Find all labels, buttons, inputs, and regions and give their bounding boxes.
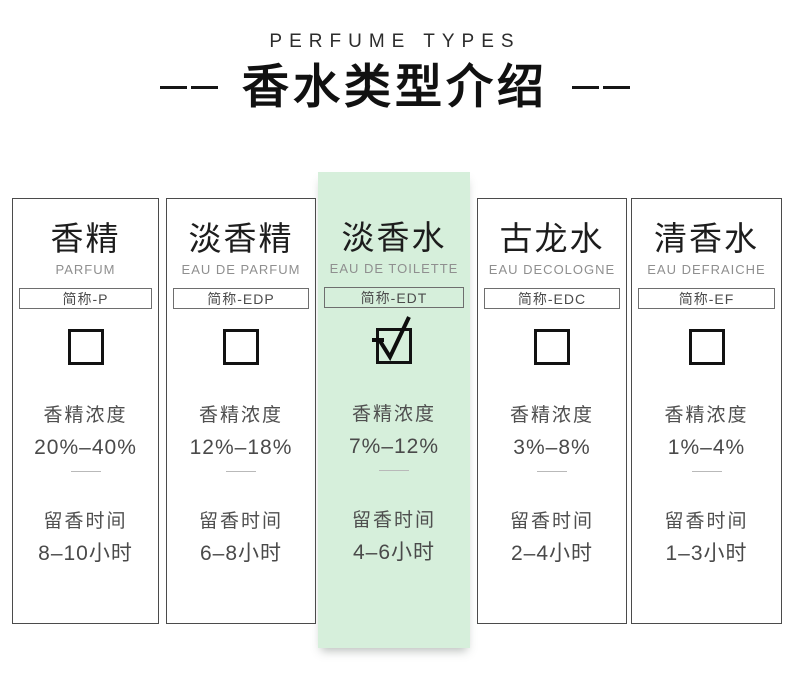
duration-value: 8–10小时 (38, 542, 133, 565)
abbr-label-box: 简称-EF (638, 288, 775, 309)
perfume-name-en: EAU DE PARFUM (181, 262, 301, 277)
perfume-name-en: EAU DE TOILETTE (329, 261, 459, 276)
perfume-card-eau-defraiche: 清香水 EAU DEFRAICHE 简称-EF 香精浓度 1%–4% 留香时间 … (631, 198, 782, 624)
check-icon (372, 316, 411, 362)
perfume-name-en: PARFUM (55, 262, 116, 277)
divider-line (691, 471, 722, 472)
concentration-value: 12%–18% (189, 436, 293, 459)
duration-value: 6–8小时 (199, 542, 283, 565)
perfume-name-cn: 香精 (50, 220, 121, 257)
abbr-label-box: 简称-EDC (484, 288, 620, 309)
concentration-label: 香精浓度 (43, 405, 128, 426)
perfume-name-cn: 古龙水 (499, 220, 605, 257)
perfume-card-eau-de-toilette-highlighted: 淡香水 EAU DE TOILETTE 简称-EDT 香精浓度 7%–12% 留… (318, 172, 470, 648)
perfume-name-cn: 淡香水 (341, 219, 447, 256)
perfume-card-eau-decologne: 古龙水 EAU DECOLOGNE 简称-EDC 香精浓度 3%–8% 留香时间… (477, 198, 627, 624)
concentration-label: 香精浓度 (198, 405, 283, 426)
duration-value: 4–6小时 (352, 541, 436, 564)
header-eyebrow: PERFUME TYPES (269, 31, 521, 52)
duration-label: 留香时间 (509, 511, 594, 532)
divider-line (226, 471, 256, 472)
duration-label: 留香时间 (198, 511, 283, 532)
left-dash-lines (160, 85, 218, 89)
concentration-value: 20%–40% (34, 436, 137, 459)
header-title-row: 香水类型介绍 (0, 58, 790, 116)
divider-line (70, 471, 101, 472)
checkbox (67, 329, 104, 365)
abbr-label-box: 简称-P (19, 288, 152, 309)
concentration-label: 香精浓度 (509, 405, 594, 426)
perfume-name-en: EAU DECOLOGNE (488, 262, 616, 277)
duration-label: 留香时间 (43, 511, 128, 532)
duration-value: 2–4小时 (510, 542, 594, 565)
abbr-label-box: 简称-EDP (173, 288, 309, 309)
concentration-value: 1%–4% (667, 436, 746, 459)
checkbox (534, 329, 570, 365)
perfume-card-parfum: 香精 PARFUM 简称-P 香精浓度 20%–40% 留香时间 8–10小时 (12, 198, 159, 624)
perfume-card-eau-de-parfum: 淡香精 EAU DE PARFUM 简称-EDP 香精浓度 12%–18% 留香… (166, 198, 316, 624)
duration-value: 1–3小时 (665, 542, 748, 565)
concentration-value: 7%–12% (348, 435, 440, 458)
right-dash-lines (572, 85, 630, 89)
divider-line (379, 470, 409, 471)
perfume-name-cn: 淡香精 (188, 220, 294, 257)
perfume-name-cn: 清香水 (654, 220, 759, 257)
concentration-label: 香精浓度 (664, 405, 749, 426)
page-title: 香水类型介绍 (242, 60, 548, 113)
duration-label: 留香时间 (664, 511, 749, 532)
perfume-name-en: EAU DEFRAICHE (647, 262, 766, 277)
checkbox (372, 316, 412, 364)
concentration-label: 香精浓度 (351, 404, 436, 425)
checkbox (688, 329, 725, 365)
divider-line (537, 471, 567, 472)
concentration-value: 3%–8% (513, 436, 591, 459)
abbr-label-box: 简称-EDT (324, 287, 464, 308)
checkbox (223, 329, 259, 365)
duration-label: 留香时间 (351, 510, 436, 531)
